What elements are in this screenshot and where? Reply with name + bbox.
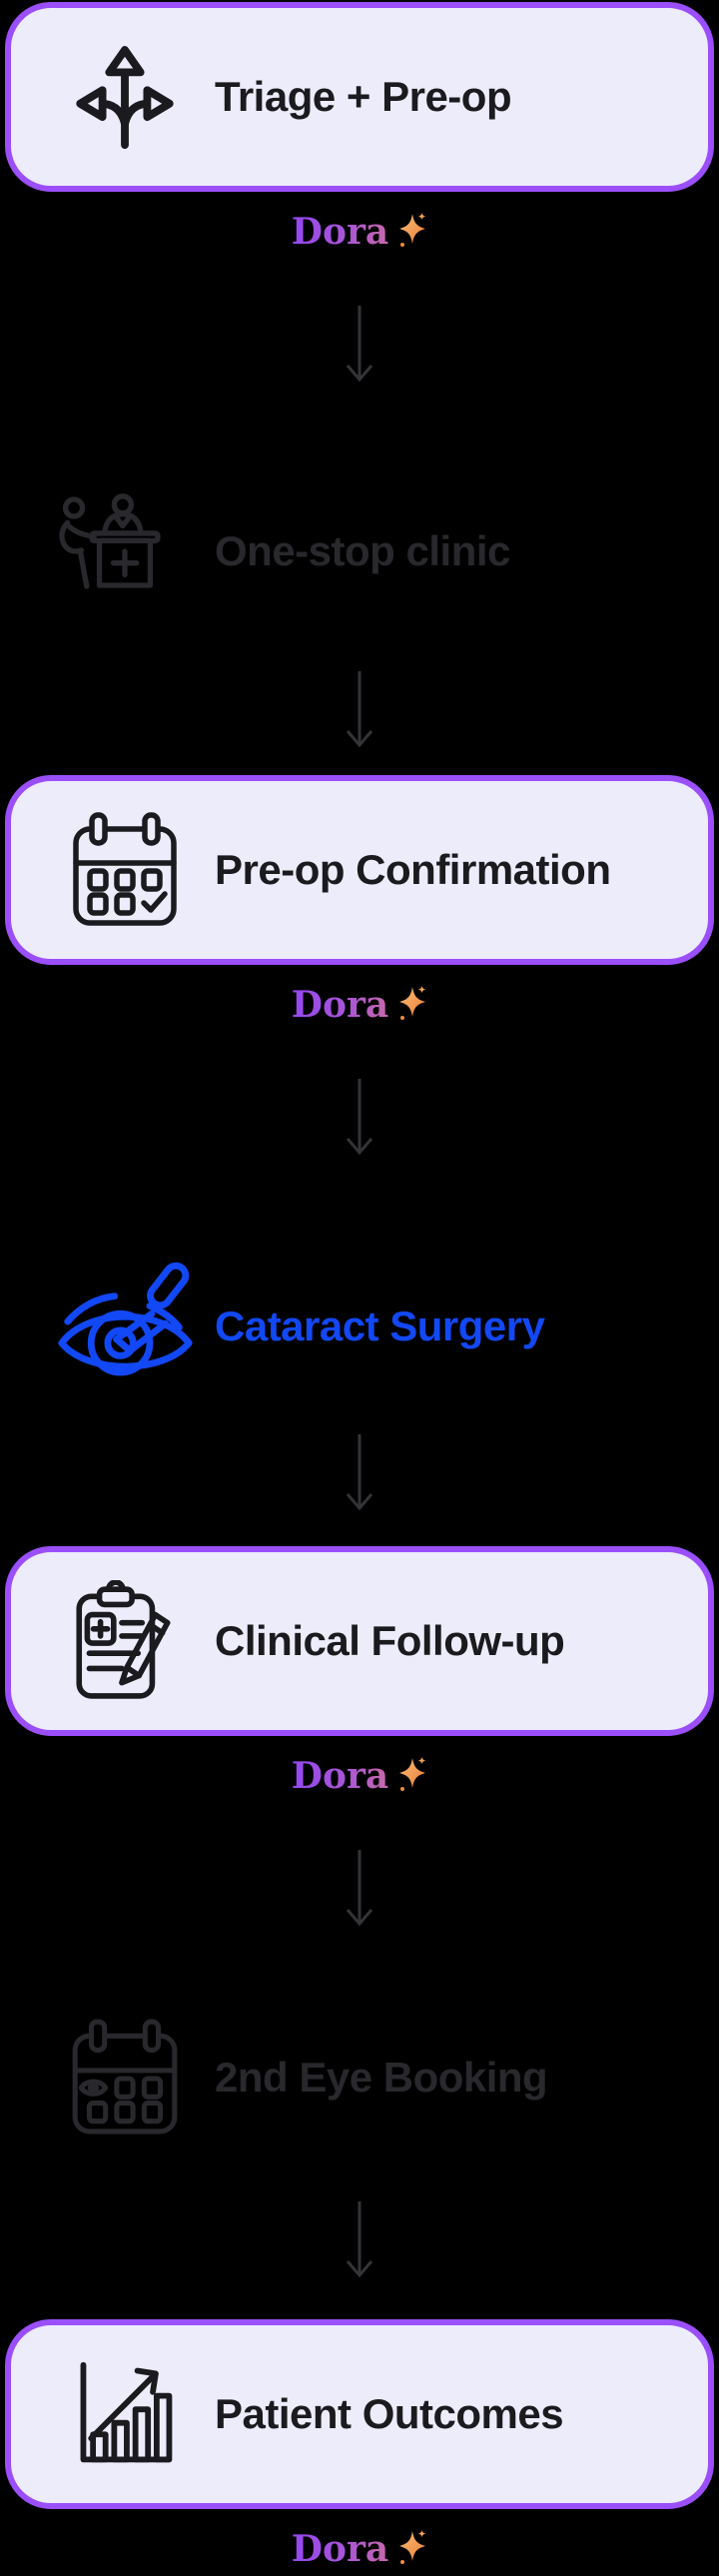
flow-arrow-down (346, 671, 373, 748)
sparkle-star-icon (397, 985, 427, 1025)
flow-arrow-down (346, 1850, 373, 1927)
bar-chart-arrow-icon (35, 2357, 215, 2471)
flow-step-one-stop-clinic: One-stop clinic (0, 481, 719, 621)
dora-wordmark: Dora (291, 2528, 389, 2570)
flow-arrow-down (346, 1434, 373, 1511)
clipboard-pencil-icon (35, 1580, 215, 1702)
flow-step-patient-outcomes: Patient Outcomes (5, 2319, 714, 2509)
step-label: One-stop clinic (215, 527, 510, 574)
branching-arrows-icon (35, 41, 215, 153)
step-label: Pre-op Confirmation (215, 846, 611, 893)
dora-wordmark: Dora (291, 1755, 389, 1797)
flow-step-second-eye-booking: 2nd Eye Booking (0, 2008, 719, 2147)
eye-surgery-icon (35, 1263, 215, 1390)
step-label: 2nd Eye Booking (215, 2054, 548, 2101)
flow-arrow-down (346, 1079, 373, 1156)
calendar-eye-icon (35, 2018, 215, 2138)
step-label: Clinical Follow-up (215, 1617, 565, 1664)
flow-arrow-down (346, 2201, 373, 2278)
flow-step-triage-preop: Triage + Pre-op (5, 2, 714, 192)
flow-step-cataract-surgery: Cataract Surgery (0, 1257, 719, 1396)
dora-badge: Dora (292, 2529, 428, 2569)
dora-wordmark: Dora (291, 211, 389, 253)
sparkle-star-icon (397, 1756, 427, 1796)
step-label: Cataract Surgery (215, 1302, 545, 1349)
flow-arrow-down (346, 306, 373, 383)
calendar-check-icon (35, 811, 215, 929)
step-label: Patient Outcomes (215, 2390, 564, 2437)
dora-badge: Dora (292, 1756, 428, 1796)
flow-step-preop-confirmation: Pre-op Confirmation (5, 775, 714, 965)
sparkle-star-icon (397, 212, 427, 252)
dora-wordmark: Dora (291, 984, 389, 1026)
flow-step-clinical-followup: Clinical Follow-up (5, 1546, 714, 1736)
dora-badge: Dora (292, 985, 428, 1025)
step-label: Triage + Pre-op (215, 73, 512, 120)
dora-badge: Dora (292, 212, 428, 252)
sparkle-star-icon (397, 2529, 427, 2569)
reception-desk-icon (35, 492, 215, 610)
